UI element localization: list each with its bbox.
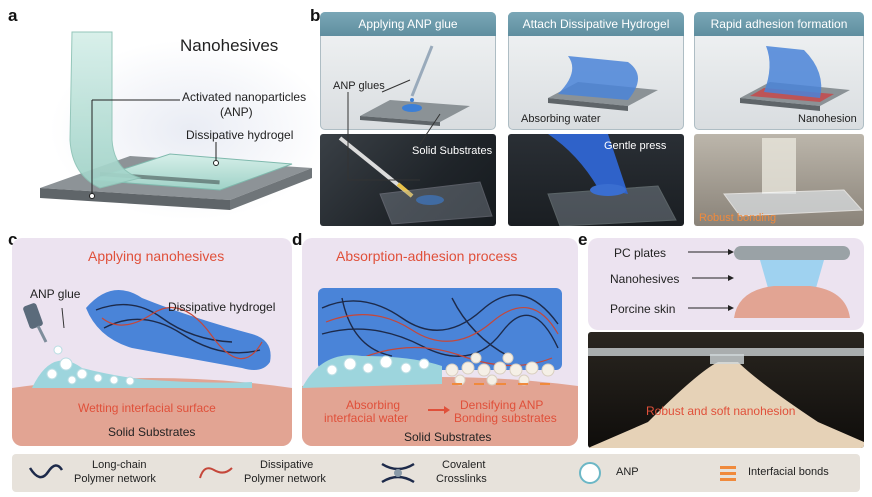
- legend-covalent: Covalent: [442, 459, 486, 471]
- panel-label-e: e: [578, 230, 588, 249]
- covalent-crosslink-icon: [381, 462, 415, 484]
- legend-long-chain-sub: Polymer network: [74, 473, 156, 485]
- panel-d-title: Absorption-adhesion process: [336, 248, 518, 264]
- panel-label-c: c: [8, 230, 18, 249]
- panel-label-b: b: [310, 6, 321, 25]
- panel-e-schematic: [588, 238, 864, 330]
- nanohesion-label: Nanohesion: [798, 113, 857, 125]
- attach-hydrogel-illustration: [548, 56, 658, 111]
- absorbing-water-label: Absorbing water: [521, 113, 601, 125]
- legend-interfacial: Interfacial bonds: [748, 466, 829, 478]
- step-rapid-header: Rapid adhesion formation: [694, 12, 864, 36]
- rapid-adhesion-illustration: [740, 46, 850, 111]
- photo-robust-bonding: [694, 134, 864, 226]
- robust-bonding-label: Robust bonding: [699, 212, 777, 224]
- nanohesives-title: Nanohesives: [180, 36, 279, 55]
- dissipative-network-icon: [199, 467, 233, 479]
- densifying-label: Densifying ANP: [460, 398, 544, 412]
- gentle-press-label: Gentle press: [604, 140, 667, 152]
- anp-particle-icon: [579, 462, 601, 484]
- nanohesives-label-e: Nanohesives: [610, 272, 680, 286]
- panel-c-box: [12, 238, 292, 446]
- panel-c-title: Applying nanohesives: [88, 248, 225, 264]
- wetting-label: Wetting interfacial surface: [78, 401, 216, 415]
- legend-anp: ANP: [616, 466, 639, 478]
- pc-plates-label: PC plates: [614, 246, 667, 260]
- hydrogel-label-a: Dissipative hydrogel: [186, 128, 294, 142]
- absorbing-label: Absorbing: [346, 398, 401, 412]
- applying-glue-illustration: [360, 45, 470, 126]
- solid-substrates-label-d: Solid Substrates: [404, 430, 492, 444]
- legend-long-chain: Long-chain: [92, 459, 147, 471]
- solid-substrates-label-c: Solid Substrates: [108, 425, 196, 439]
- long-chain-icon: [28, 464, 64, 479]
- interfacial-bonds-icon: [720, 466, 736, 481]
- robust-soft-caption: Robust and soft nanohesion: [646, 404, 796, 418]
- panel-label-d: d: [292, 230, 303, 249]
- anp-glues-label: ANP glues: [333, 80, 385, 92]
- absorbing-label-sub: interfacial water: [324, 411, 409, 425]
- photo-gentle-press: [508, 134, 684, 226]
- porcine-skin-label: Porcine skin: [610, 302, 676, 316]
- step-applying-header: Applying ANP glue: [320, 12, 496, 36]
- anp-label-sub: (ANP): [220, 105, 253, 119]
- step-attach-header: Attach Dissipative Hydrogel: [508, 12, 684, 36]
- legend-dissipative: Dissipative: [260, 459, 314, 471]
- dissipative-hydrogel-label-c: Dissipative hydrogel: [168, 300, 276, 314]
- panel-b-leader-lines: [347, 79, 441, 181]
- anp-label: Activated nanoparticles: [182, 90, 307, 104]
- photo-applying-glue: [320, 134, 496, 226]
- panel-label-a: a: [8, 6, 18, 25]
- panel-d-box: [302, 238, 578, 446]
- nanohesive-illustration: [40, 31, 320, 220]
- bonding-substrates-label: Bonding substrates: [454, 411, 557, 425]
- legend-bar: Long-chain Polymer network Dissipative P…: [12, 454, 860, 492]
- anp-glue-label: ANP glue: [30, 287, 81, 301]
- photo-porcine-skin: [588, 332, 864, 448]
- solid-substrates-label-b: Solid Substrates: [412, 145, 493, 157]
- legend-dissipative-sub: Polymer network: [244, 473, 326, 485]
- legend-covalent-sub: Crosslinks: [436, 473, 487, 485]
